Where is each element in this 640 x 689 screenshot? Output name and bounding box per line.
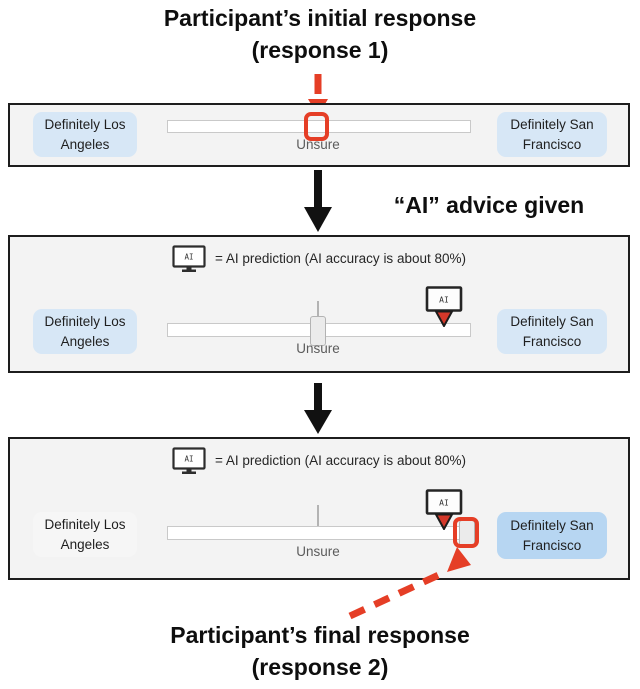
down-arrow-icon: [304, 170, 332, 232]
response2-position-highlight: [453, 517, 479, 548]
top-caption-line2: (response 1): [251, 37, 389, 63]
red-dashed-up-arrow: [348, 547, 471, 620]
slider-center-label: Unsure: [296, 544, 340, 559]
down-arrow-icon: [304, 383, 332, 434]
slider-center-tick: [317, 505, 319, 527]
choice-san-francisco-button[interactable]: Definitely San Francisco: [497, 112, 607, 157]
bottom-caption: Participant’s final response (response 2…: [0, 619, 640, 683]
ai-monitor-stand: [186, 468, 192, 472]
bottom-caption-line1: Participant’s final response: [170, 622, 470, 648]
ai-monitor-base: [181, 471, 196, 474]
ai-marker-label: AI: [439, 296, 449, 305]
choice-los-angeles-button[interactable]: Definitely Los Angeles: [33, 112, 137, 157]
choice-san-francisco-button[interactable]: Definitely San Francisco: [497, 309, 607, 354]
top-caption-line1: Participant’s initial response: [163, 5, 477, 31]
slider-center-tick: [317, 301, 319, 324]
choice-san-francisco-button[interactable]: Definitely San Francisco: [497, 512, 607, 559]
ai-legend: AI = AI prediction (AI accuracy is about…: [10, 245, 628, 272]
top-caption: Participant’s initial response (response…: [0, 2, 640, 66]
slider-thumb[interactable]: [310, 316, 326, 346]
slider-center-label: Unsure: [296, 137, 340, 152]
down-arrow-shaft: [314, 170, 322, 207]
ai-monitor-icon: AI: [172, 447, 206, 474]
response1-position-highlight: [304, 112, 329, 141]
ai-legend: AI = AI prediction (AI accuracy is about…: [10, 447, 628, 474]
red-dashed-up-arrow-shaft: [348, 569, 445, 620]
confidence-slider-track[interactable]: [167, 120, 471, 133]
down-arrow-shaft: [314, 383, 322, 410]
slider-center-label: Unsure: [296, 341, 340, 356]
ai-marker-pointer-triangle: [434, 513, 454, 530]
panel-initial-response: Definitely Los Angeles Unsure Definitely…: [8, 103, 630, 167]
panel-ai-advice: AI = AI prediction (AI accuracy is about…: [8, 235, 630, 373]
ai-marker-label: AI: [439, 499, 449, 508]
ai-legend-text: = AI prediction (AI accuracy is about 80…: [214, 453, 466, 468]
ai-monitor-screen-label: AI: [184, 455, 193, 464]
ai-prediction-marker: AI: [425, 286, 463, 327]
down-arrow-head: [304, 207, 332, 232]
ai-marker-pointer-triangle: [434, 310, 454, 327]
ai-monitor-icon: AI: [172, 245, 206, 272]
down-arrow-head: [304, 410, 332, 434]
panel-final-response: AI = AI prediction (AI accuracy is about…: [8, 437, 630, 580]
ai-advice-caption: “AI” advice given: [393, 192, 585, 218]
choice-los-angeles-button[interactable]: Definitely Los Angeles: [33, 309, 137, 354]
choice-los-angeles-button[interactable]: Definitely Los Angeles: [33, 512, 137, 557]
ai-monitor-screen-label: AI: [184, 253, 193, 262]
ai-monitor-base: [181, 269, 196, 272]
red-dashed-up-arrow-head: [447, 547, 471, 572]
ai-legend-text: = AI prediction (AI accuracy is about 80…: [214, 251, 466, 266]
ai-monitor-stand: [186, 266, 192, 270]
ai-prediction-marker: AI: [425, 489, 463, 530]
bottom-caption-line2: (response 2): [251, 654, 389, 680]
